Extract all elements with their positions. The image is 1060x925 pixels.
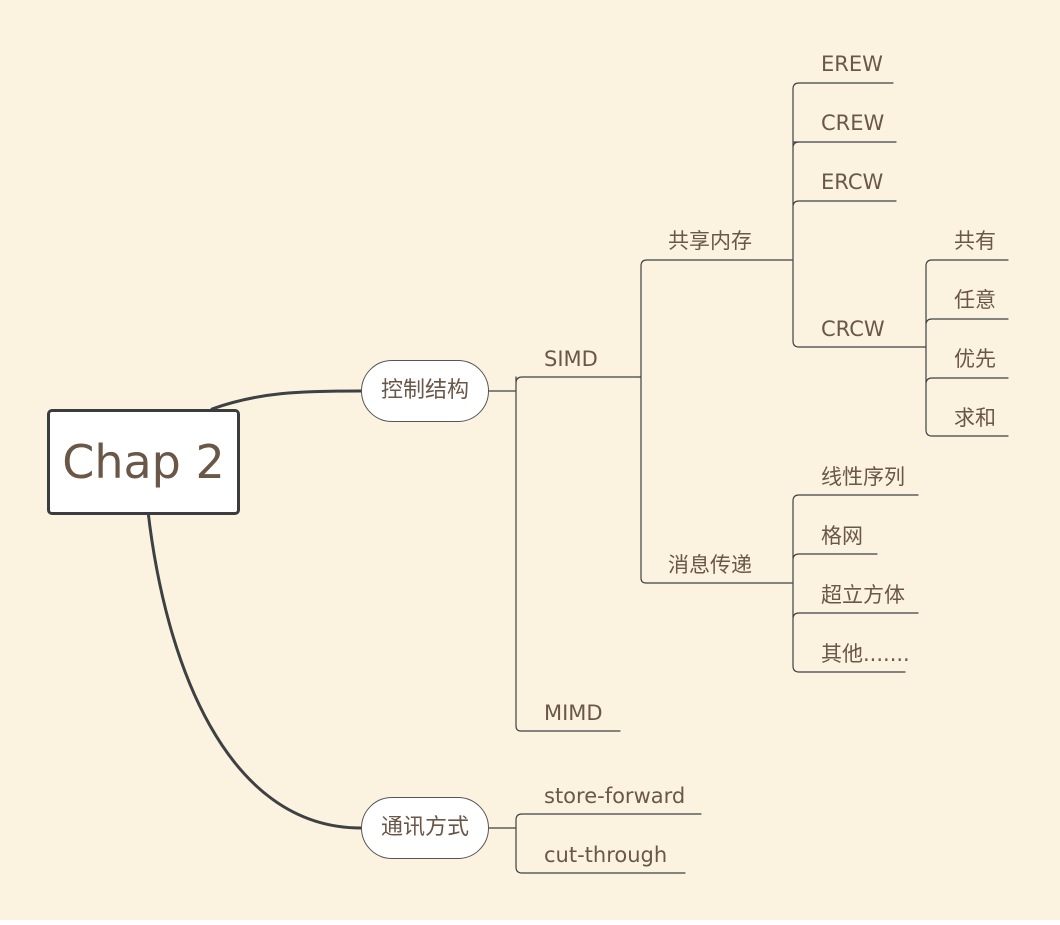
node-crcw-common[interactable]: 共有 xyxy=(954,229,996,253)
node-shared-memory[interactable]: 共享内存 xyxy=(668,229,752,253)
edge-crcw-children xyxy=(925,259,1009,437)
node-store-forward[interactable]: store-forward xyxy=(544,784,686,808)
root-label: Chap 2 xyxy=(62,435,225,489)
node-mimd[interactable]: MIMD xyxy=(544,701,603,725)
edge-comm-children xyxy=(486,813,702,874)
root-node[interactable]: Chap 2 xyxy=(47,409,240,515)
node-linear-array[interactable]: 线性序列 xyxy=(821,465,905,489)
node-erew[interactable]: EREW xyxy=(821,52,883,76)
node-cut-through[interactable]: cut-through xyxy=(544,843,668,867)
edge-root-control xyxy=(210,389,363,411)
node-ercw[interactable]: ERCW xyxy=(821,170,884,194)
node-others[interactable]: 其他....... xyxy=(821,642,910,666)
edge-control-children xyxy=(486,376,641,732)
node-crcw-sum[interactable]: 求和 xyxy=(954,406,996,430)
node-crcw-priority[interactable]: 优先 xyxy=(954,347,996,371)
branch-communication-mode[interactable]: 通讯方式 xyxy=(361,797,489,859)
node-hypercube[interactable]: 超立方体 xyxy=(821,583,905,607)
node-crcw-arbitrary[interactable]: 任意 xyxy=(954,288,996,312)
branch-label: 通讯方式 xyxy=(380,815,469,840)
node-crew[interactable]: CREW xyxy=(821,111,885,135)
edge-shared-children xyxy=(792,82,927,348)
edge-simd-children xyxy=(639,259,793,584)
edge-root-comm xyxy=(146,509,363,830)
branch-label: 控制结构 xyxy=(380,378,469,403)
node-mesh[interactable]: 格网 xyxy=(821,524,863,548)
node-simd[interactable]: SIMD xyxy=(544,347,598,371)
edge-message-children xyxy=(792,494,919,673)
branch-control-structure[interactable]: 控制结构 xyxy=(361,360,489,422)
node-crcw[interactable]: CRCW xyxy=(821,317,885,341)
node-message-passing[interactable]: 消息传递 xyxy=(668,553,752,577)
